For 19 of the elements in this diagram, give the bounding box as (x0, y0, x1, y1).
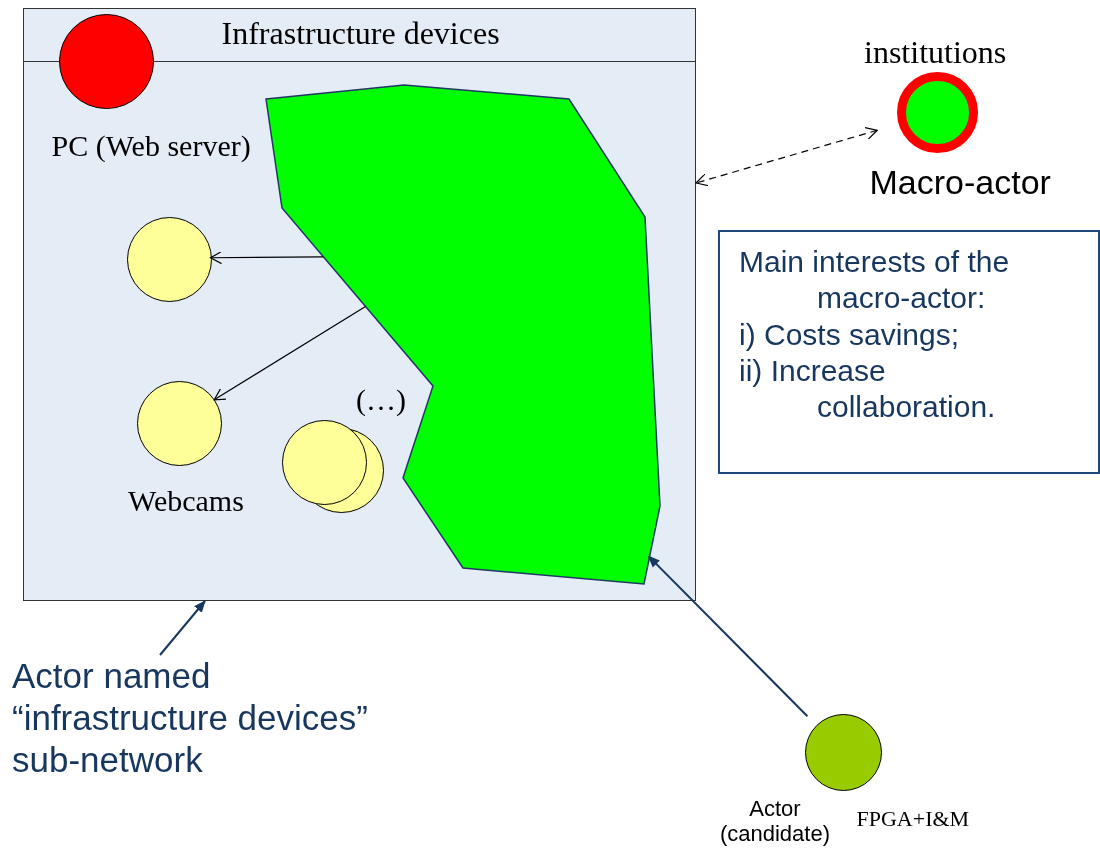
list-item: Main interests of the macro-actor: (739, 244, 1011, 317)
list-item: ii) Increase collaboration. (739, 352, 997, 426)
arrow (209, 251, 324, 265)
node-label: (…) (356, 383, 406, 418)
node-label: institutions (864, 34, 1007, 71)
arrow (695, 127, 878, 187)
list-item: i) Costs savings; (739, 316, 961, 353)
arrow (647, 555, 809, 718)
arrow (159, 600, 206, 656)
arrow (213, 306, 367, 401)
node-label: PC (Web server) (51, 129, 251, 164)
panel-heading: Infrastructure devices (221, 15, 500, 52)
node-label: Actor (candidate) (718, 796, 832, 847)
text-box (718, 230, 1100, 474)
annotation-text: Actor named “infrastructure devices” sub-network (12, 655, 412, 781)
node-label: Webcams (128, 484, 244, 519)
group-panel (23, 8, 696, 601)
side-label: FPGA+I&M (856, 806, 970, 832)
node-label: Macro-actor (869, 163, 1051, 203)
